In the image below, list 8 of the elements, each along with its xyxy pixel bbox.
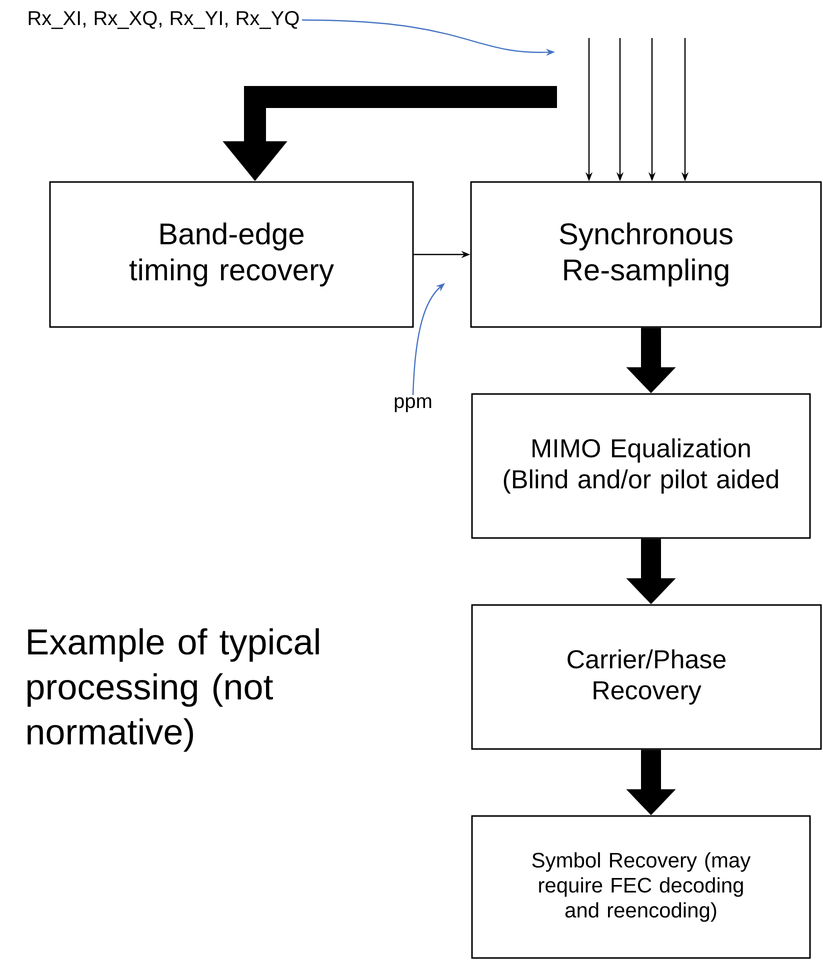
input-label: Rx_XI, Rx_XQ, Rx_YI, Rx_YQ — [28, 11, 299, 29]
process-box: Symbol Recovery (may require FEC decoding and reencoding) — [471, 815, 811, 959]
input-label: ppm — [394, 397, 432, 412]
note-text: Example of typical processing (not normative) — [28, 628, 319, 752]
process-box: Band-edge timing recovery — [49, 181, 414, 328]
process-box: Synchronous Re-sampling — [470, 181, 822, 328]
process-box: MIMO Equalization (Blind and/or pilot aided — [471, 393, 811, 539]
process-box: Carrier/Phase Recovery — [471, 604, 822, 750]
